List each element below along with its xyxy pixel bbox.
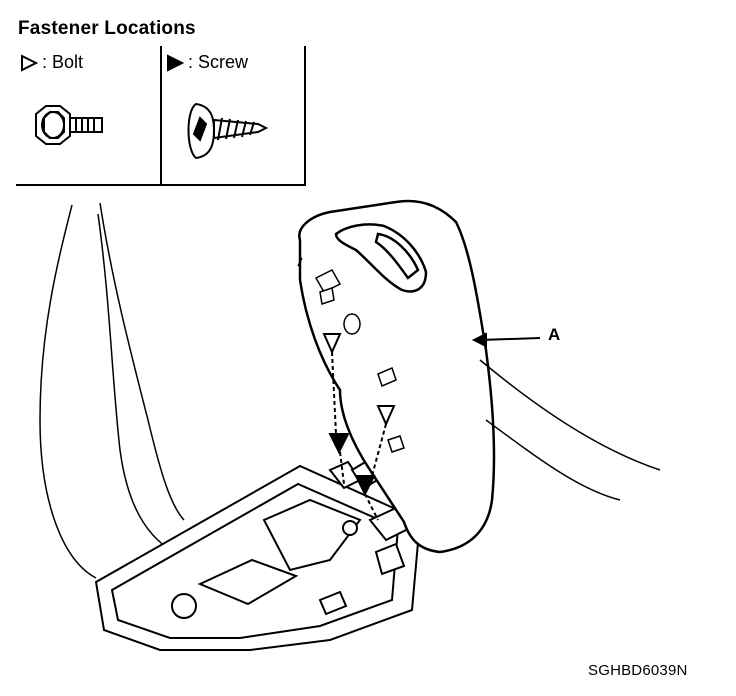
side-panel-lines <box>479 359 661 501</box>
figure-code: SGHBD6039N <box>588 662 688 679</box>
bolt-marker-2 <box>376 405 396 427</box>
legend-bolt-label: : Bolt <box>42 52 84 72</box>
callout-arrow <box>471 332 541 348</box>
armrest-lid <box>297 199 496 554</box>
bolt-marker-1 <box>322 333 342 355</box>
legend-screw: : Screw <box>166 52 248 73</box>
legend-screw-label: : Screw <box>188 52 249 72</box>
legend-bolt: : Bolt <box>20 52 83 73</box>
diagram-title: Fastener Locations <box>18 18 196 39</box>
screw-marker-1 <box>328 433 350 455</box>
console-base <box>94 456 422 651</box>
callout-a-label: A <box>548 325 561 344</box>
screw-illustration <box>187 102 269 160</box>
screw-marker-2 <box>354 475 376 497</box>
legend-divider <box>160 46 162 186</box>
filled-triangle-icon <box>167 53 184 72</box>
seat-outline <box>39 202 191 579</box>
fastener-markers <box>322 333 396 521</box>
hollow-triangle-icon <box>21 53 38 72</box>
bolt-illustration <box>35 105 103 145</box>
